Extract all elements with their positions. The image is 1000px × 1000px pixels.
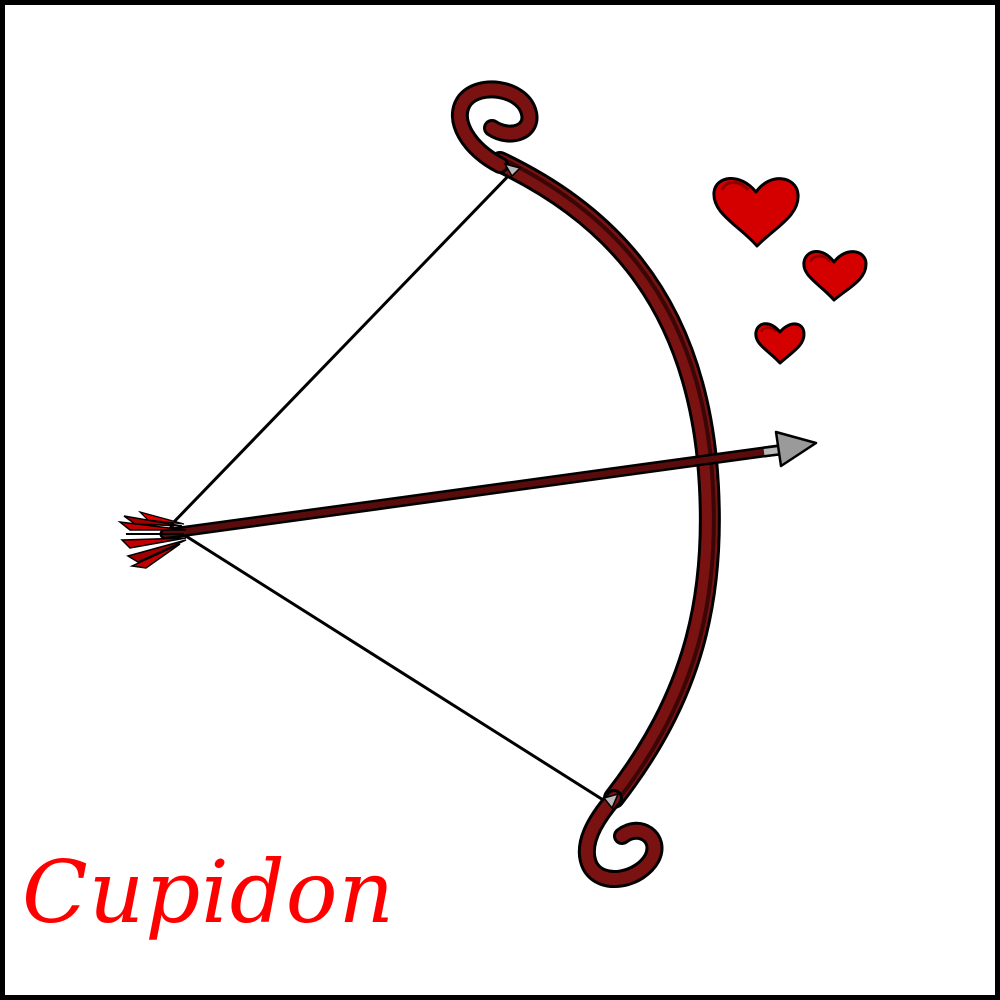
arrow-icon — [117, 430, 818, 569]
heart-icon — [754, 322, 806, 365]
arrow-fletching — [117, 510, 187, 569]
heart-icon — [712, 177, 800, 248]
bow-string — [168, 168, 609, 805]
caption-text: Cupidon — [22, 843, 395, 943]
heart-icon — [802, 250, 868, 302]
